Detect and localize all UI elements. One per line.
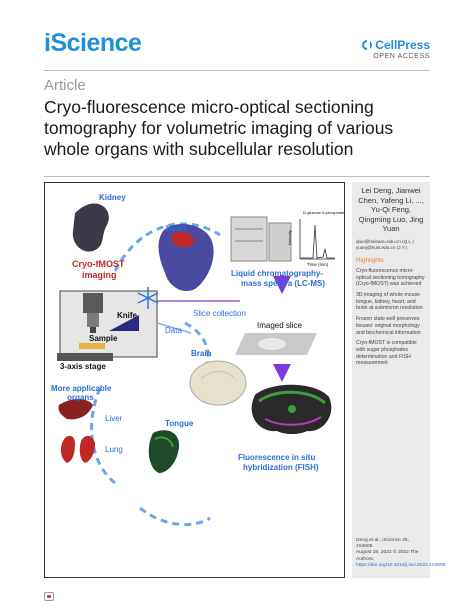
publisher-logo: CellPress OPEN ACCESS [362, 38, 430, 60]
publisher-name: CellPress [375, 38, 430, 52]
heart-label: Heart [166, 224, 187, 233]
open-access-label: OPEN ACCESS [373, 53, 430, 60]
stage-label: 3-axis stage [60, 362, 106, 371]
article-sidebar: Lei Deng, Jianwei Chen, Yafeng Li, ..., … [352, 182, 446, 578]
highlight-item: Cryo-fluorescence micro-optical sectioni… [356, 267, 425, 288]
kidney-image [72, 203, 109, 252]
journal-logo: iScience [44, 29, 142, 57]
more-organs-label-1: More applicable [51, 384, 112, 393]
data-label: Data [165, 326, 182, 335]
tongue-image [148, 430, 179, 473]
workflow-arc [113, 222, 221, 272]
time-label: Time (min) [307, 262, 329, 267]
stage-block [57, 353, 113, 361]
slice-collection-label: Slice collection [193, 309, 246, 318]
knife-label: Knife [117, 311, 137, 320]
sample-block [79, 343, 105, 349]
email-link[interactable]: qluo@hainanu.edu.cn (Q.L.) [356, 238, 414, 244]
title-divider [44, 176, 430, 177]
heart-image [158, 224, 214, 292]
cellpress-icon [362, 40, 373, 50]
brain-label: Brain [191, 349, 212, 358]
snowflake-icon [137, 287, 159, 309]
check-updates-icon[interactable] [44, 592, 54, 601]
highlight-item: Cryo-fMOST is compatible with sugar phos… [356, 340, 417, 367]
highlights-heading: Highlights [356, 256, 384, 264]
highlight-item: 3D imaging of whole mouse tongue, kidney… [356, 292, 423, 312]
more-organs-label-2: organs [67, 393, 94, 402]
sample-label: Sample [89, 334, 118, 343]
method-label-2: imaging [82, 270, 117, 280]
brain-image [189, 360, 247, 406]
liver-label: Liver [105, 414, 123, 423]
lcms-label-1: Liquid chromatography- [231, 269, 323, 278]
imaged-slice-label: Imaged slice [257, 321, 302, 330]
graphical-abstract-drawing [57, 203, 335, 527]
workflow-arc-left [90, 387, 116, 485]
tongue-label: Tongue [165, 419, 194, 428]
doi-link[interactable]: https://doi.org/10.1016/j.isci.2022.1048… [356, 562, 446, 568]
header-divider [44, 70, 430, 71]
highlight-item: Frozen state well preserves tissues' ori… [356, 316, 421, 336]
correspondence: qluo@hainanu.edu.cn (Q.L.) yuanj@hust.ed… [356, 239, 426, 251]
intensity-label: Intensity [287, 230, 292, 245]
liver-image [58, 399, 93, 420]
lung-label: Lung [105, 445, 123, 454]
kidney-label: Kidney [99, 193, 126, 202]
lcms-label-2: mass spectra (LC-MS) [241, 279, 326, 288]
method-label-1: Cryo-fMOST [72, 259, 125, 269]
chromatogram-trace [300, 224, 335, 259]
article-type: Article [44, 77, 86, 94]
lcms-instrument [230, 216, 268, 262]
fish-label-1: Fluorescence in situ [238, 453, 316, 462]
workflow-arc-bottom [139, 506, 211, 527]
knife-shape [109, 315, 139, 331]
citation: Deng et al., iScience 25, 104805 [356, 537, 410, 550]
fish-label-2: hybridization (FISH) [243, 463, 319, 472]
glucose-label: D-glucose 6-phosphate [303, 210, 345, 215]
graphical-abstract: Kidney Heart Cryo-fMOST imaging Knife Sa… [44, 182, 345, 578]
publication-date: August 19, 2022 © 2022 The Authors. [356, 550, 419, 562]
author-list: Lei Deng, Jianwei Chen, Yafeng Li, ..., … [358, 186, 424, 234]
email-link[interactable]: yuanj@hust.edu.cn (J.Y.) [356, 244, 408, 250]
lung-image [60, 435, 95, 463]
citation-block: Deng et al., iScience 25, 104805 August … [356, 537, 446, 569]
workflow-arc-right [184, 321, 210, 369]
article-title: Cryo-fluorescence micro-optical sectioni… [44, 97, 394, 159]
